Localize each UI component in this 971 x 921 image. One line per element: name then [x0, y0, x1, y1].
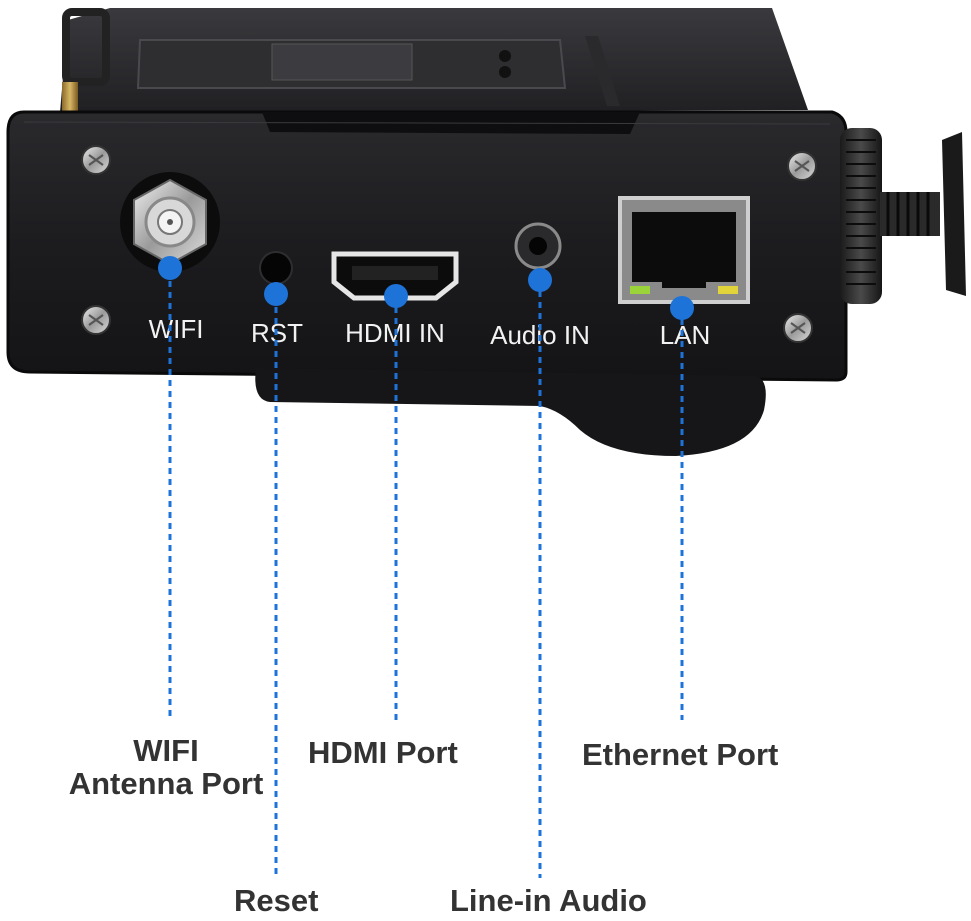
front-panel [6, 110, 848, 382]
device-top-body [60, 8, 808, 112]
caption-line-in-audio: Line-in Audio [450, 883, 647, 918]
callout-dot-hdmi [384, 284, 408, 308]
screw-bottom-right [783, 313, 813, 343]
callout-dot-ethernet [670, 296, 694, 320]
reset-button-hole [259, 251, 293, 285]
caption-hdmi-port: HDMI Port [308, 735, 458, 770]
wifi-antenna-connector [120, 172, 220, 272]
panel-label-wifi: WIFI [149, 314, 204, 344]
callout-dot-reset [264, 282, 288, 306]
panel-label-lan: LAN [660, 320, 711, 350]
screw-top-left [81, 145, 111, 175]
callout-dots [158, 256, 694, 320]
mount-knob [840, 128, 966, 304]
caption-wifi-line2: Antenna Port [68, 766, 264, 801]
screw-bottom-left [81, 305, 111, 335]
audio-jack [514, 222, 562, 270]
screw-top-right [787, 151, 817, 181]
device-bottom-handle [255, 368, 766, 456]
caption-ethernet-port: Ethernet Port [582, 737, 779, 772]
callout-dot-wifi [158, 256, 182, 280]
lan-port [618, 196, 750, 304]
hdmi-port [331, 251, 459, 301]
callout-dot-audio [528, 268, 552, 292]
caption-reset: Reset [234, 883, 319, 918]
caption-wifi-line1: WIFI [133, 733, 199, 768]
caption-wifi-antenna-port: WIFI Antenna Port [66, 734, 266, 800]
callout-lines [168, 270, 684, 878]
panel-screws [81, 145, 817, 343]
